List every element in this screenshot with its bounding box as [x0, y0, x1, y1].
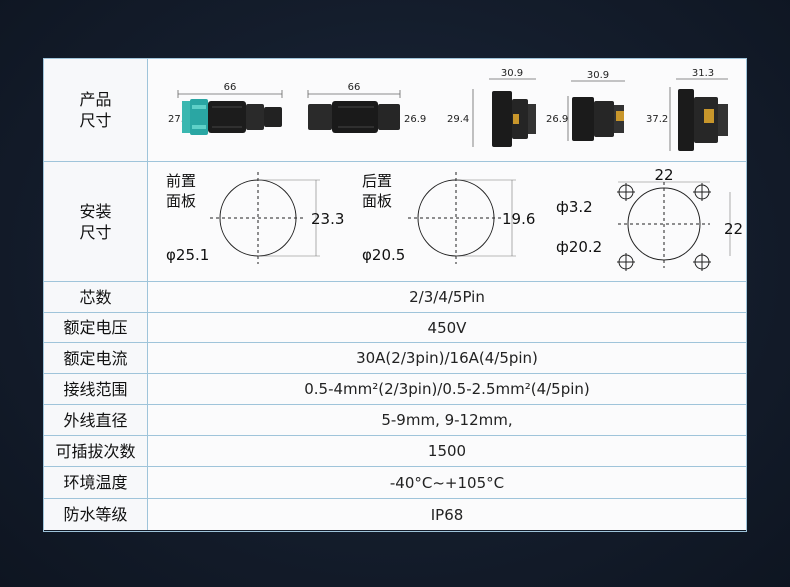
rear-panel-drawing: 后置 面板 19.6 φ20.5 — [362, 172, 535, 264]
p5-height: 37.2 — [646, 114, 668, 125]
value-temperature: -40°C~+105°C — [148, 467, 746, 498]
product-drawings-svg: 66 27.8 66 — [168, 68, 728, 151]
front-panel-drawing: 前置 面板 23.3 φ25.1 — [166, 172, 344, 264]
p4-width: 30.9 — [587, 70, 609, 81]
row-rated-current: 额定电流 30A(2/3pin)/16A(4/5pin) — [44, 343, 746, 374]
product-3-image: 30.9 29.4 — [447, 68, 536, 147]
label-mating-cycles: 可插拔次数 — [44, 436, 148, 466]
flange-side: 22 — [724, 220, 743, 238]
value-outer-diameter: 5-9mm, 9-12mm, — [148, 405, 746, 435]
row-rated-voltage: 额定电压 450V — [44, 313, 746, 343]
rear-diameter: φ20.5 — [362, 246, 405, 264]
p2-length: 66 — [348, 82, 361, 93]
label-install-size: 安装 尺寸 — [44, 162, 148, 281]
install-drawings: 前置 面板 23.3 φ25.1 后置 面板 — [148, 162, 746, 281]
product-2-image: 66 26.9 — [307, 82, 426, 133]
flange-diameter: ф20.2 — [556, 238, 602, 256]
front-height: 23.3 — [311, 210, 344, 228]
p3-height: 29.4 — [447, 114, 469, 125]
install-drawings-svg: 前置 面板 23.3 φ25.1 后置 面板 — [166, 166, 743, 271]
front-label-2: 面板 — [166, 192, 196, 210]
product-drawings: 66 27.8 66 — [148, 59, 746, 161]
flange-drawing: 22 22 ф3.2 ф20.2 — [556, 166, 743, 271]
row-outer-diameter: 外线直径 5-9mm, 9-12mm, — [44, 405, 746, 436]
value-mating-cycles: 1500 — [148, 436, 746, 466]
label-line: 尺寸 — [79, 222, 112, 242]
label-rated-current: 额定电流 — [44, 343, 148, 373]
rear-label-2: 面板 — [362, 192, 392, 210]
p1-length: 66 — [224, 82, 237, 93]
row-temperature: 环境温度 -40°C~+105°C — [44, 467, 746, 499]
p4-height: 26.9 — [546, 114, 568, 125]
p1-height: 27.8 — [168, 114, 190, 125]
value-rated-voltage: 450V — [148, 313, 746, 342]
value-rated-current: 30A(2/3pin)/16A(4/5pin) — [148, 343, 746, 373]
p5-width: 31.3 — [692, 68, 714, 79]
product-1-image: 66 27.8 — [168, 82, 283, 135]
row-install-size: 安装 尺寸 前置 面板 23.3 φ25.1 — [44, 162, 746, 282]
row-product-size: 产品 尺寸 66 27.8 — [44, 59, 746, 162]
value-pins: 2/3/4/5Pin — [148, 282, 746, 312]
row-pins: 芯数 2/3/4/5Pin — [44, 282, 746, 313]
label-temperature: 环境温度 — [44, 467, 148, 498]
value-wiring-range: 0.5-4mm²(2/3pin)/0.5-2.5mm²(4/5pin) — [148, 374, 746, 404]
product-5-image: 31.3 37.2 — [646, 68, 728, 151]
row-mating-cycles: 可插拔次数 1500 — [44, 436, 746, 467]
rear-label-1: 后置 — [362, 172, 392, 190]
label-rated-voltage: 额定电压 — [44, 313, 148, 342]
row-waterproof: 防水等级 IP68 — [44, 499, 746, 530]
front-label-1: 前置 — [166, 172, 196, 190]
rear-height: 19.6 — [502, 210, 535, 228]
label-waterproof: 防水等级 — [44, 499, 148, 530]
flange-hole: ф3.2 — [556, 198, 593, 216]
label-wiring-range: 接线范围 — [44, 374, 148, 404]
front-diameter: φ25.1 — [166, 246, 209, 264]
product-4-image: 30.9 26.9 — [546, 70, 625, 141]
label-line: 产品 — [79, 90, 112, 109]
label-line: 安装 — [79, 201, 112, 221]
label-pins: 芯数 — [44, 282, 148, 312]
label-line: 尺寸 — [79, 111, 112, 130]
p3-width: 30.9 — [501, 68, 523, 79]
value-waterproof: IP68 — [148, 499, 746, 530]
row-wiring-range: 接线范围 0.5-4mm²(2/3pin)/0.5-2.5mm²(4/5pin) — [44, 374, 746, 405]
label-product-size: 产品 尺寸 — [44, 59, 148, 161]
spec-table: 产品 尺寸 66 27.8 — [43, 58, 747, 532]
p2-height: 26.9 — [404, 114, 426, 125]
label-outer-diameter: 外线直径 — [44, 405, 148, 435]
flange-top: 22 — [654, 166, 673, 184]
